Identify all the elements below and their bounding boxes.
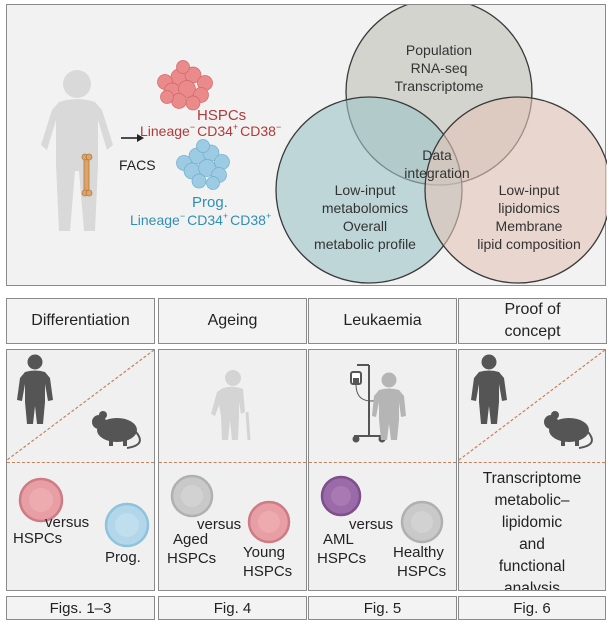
prog-title: Prog. (192, 194, 228, 211)
panel-art (350, 364, 406, 443)
venn-top-line-2: RNA-seq (411, 60, 468, 76)
bone-icon (81, 153, 93, 197)
overview-panel: FACS HSPCs Lineage−CD34+CD38− Prog. Line… (6, 4, 607, 286)
description-line: metabolic– (494, 492, 570, 509)
venn-left-line-1: Low-input (335, 182, 396, 198)
header-label: Differentiation (31, 312, 130, 330)
cell-icon (18, 477, 64, 523)
right-label: Prog. (105, 549, 141, 566)
footer-label: Figs. 1–3 (49, 599, 112, 617)
header-label-line-1: Proof of (504, 301, 561, 319)
comparison-art (320, 475, 444, 544)
footer-fig-5: Fig. 5 (308, 596, 457, 620)
prog-phenotype: Lineage−CD34+CD38+ (130, 211, 271, 228)
right-label-line-1: Healthy (393, 544, 444, 561)
proof-description: Transcriptome metabolic– lipidomic and f… (459, 468, 605, 591)
left-label-line-2: HSPCs (167, 550, 217, 567)
panel-differentiation: versus HSPCs Prog. (6, 349, 155, 591)
cell-icon (320, 475, 362, 517)
left-label: HSPCs (13, 530, 63, 547)
venn-left-line-4: metabolic profile (314, 236, 416, 252)
human-figure-icon (17, 354, 53, 424)
cell-icon (170, 474, 214, 518)
venn-center-line-1: Data (422, 147, 452, 163)
description-line: and (519, 536, 545, 553)
venn-right-line-3: Membrane (496, 218, 563, 234)
venn-circle-lipidomics (424, 96, 607, 284)
left-label-line-2: HSPCs (317, 550, 367, 567)
footer-fig-4: Fig. 4 (158, 596, 307, 620)
venn-top-line-1: Population (406, 42, 472, 58)
venn-right-line-1: Low-input (499, 182, 560, 198)
venn-center-line-2: integration (404, 165, 469, 181)
footer-fig-6: Fig. 6 (458, 596, 606, 620)
cell-icon (104, 502, 150, 548)
divider (459, 462, 605, 463)
venn-top-line-3: Transcriptome (395, 78, 484, 94)
description-line: Transcriptome (482, 470, 582, 487)
venn-diagram: Population RNA-seq Transcriptome Low-inp… (275, 5, 607, 284)
footer-label: Fig. 6 (513, 599, 551, 617)
panel-art (211, 370, 251, 441)
footer-figs-1-3: Figs. 1–3 (6, 596, 155, 620)
versus-label: versus (349, 516, 394, 533)
cell-cluster-icon (176, 139, 230, 190)
versus-label: versus (45, 514, 90, 531)
venn-left-line-2: metabolomics (322, 200, 408, 216)
right-label-line-2: HSPCs (243, 563, 293, 580)
comparison-art (18, 477, 150, 548)
left-label-line-1: Aged (173, 531, 209, 548)
footer-label: Fig. 5 (363, 599, 402, 617)
description-line: functional (498, 558, 566, 575)
elderly-person-icon (211, 370, 251, 441)
hspc-phenotype: Lineage−CD34+CD38− (140, 122, 281, 139)
human-figure-icon (41, 70, 113, 231)
mouse-icon (544, 411, 593, 449)
header-label-line-2: concept (504, 323, 561, 340)
description-line: analysis (504, 580, 560, 591)
facs-label: FACS (119, 157, 156, 173)
panel-art (7, 350, 154, 461)
right-label-line-1: Young (243, 544, 285, 561)
versus-label: versus (197, 516, 242, 533)
panel-ageing: versus Aged HSPCs Young HSPCs (158, 349, 307, 591)
header-leukaemia: Leukaemia (308, 298, 457, 344)
cell-icon (400, 500, 444, 544)
header-ageing: Ageing (158, 298, 307, 344)
header-label: Leukaemia (343, 312, 422, 330)
comparison-art (170, 474, 291, 544)
header-differentiation: Differentiation (6, 298, 155, 344)
arrow-icon (121, 134, 144, 142)
panel-leukaemia: versus AML HSPCs Healthy HSPCs (308, 349, 457, 591)
venn-right-line-2: lipidomics (498, 200, 559, 216)
header-proof-of-concept: Proof of concept (458, 298, 607, 344)
panel-art (459, 350, 605, 461)
venn-right-line-4: lipid composition (477, 236, 581, 252)
divider (159, 462, 306, 463)
human-figure-icon (372, 372, 406, 440)
hspc-title: HSPCs (197, 107, 246, 124)
description-line: lipidomic (501, 514, 563, 531)
human-figure-icon (471, 354, 507, 424)
right-label-line-2: HSPCs (397, 563, 447, 580)
divider (309, 462, 456, 463)
footer-label: Fig. 4 (213, 599, 252, 617)
overview-svg: FACS HSPCs Lineage−CD34+CD38− Prog. Line… (41, 5, 607, 284)
header-label: Ageing (207, 312, 258, 330)
panel-proof-of-concept: Transcriptome metabolic– lipidomic and f… (458, 349, 606, 591)
divider (7, 462, 154, 463)
venn-left-line-3: Overall (343, 218, 387, 234)
left-label-line-1: AML (323, 531, 354, 548)
cell-cluster-icon (157, 60, 213, 111)
cell-icon (247, 500, 291, 544)
mouse-icon (92, 411, 141, 449)
